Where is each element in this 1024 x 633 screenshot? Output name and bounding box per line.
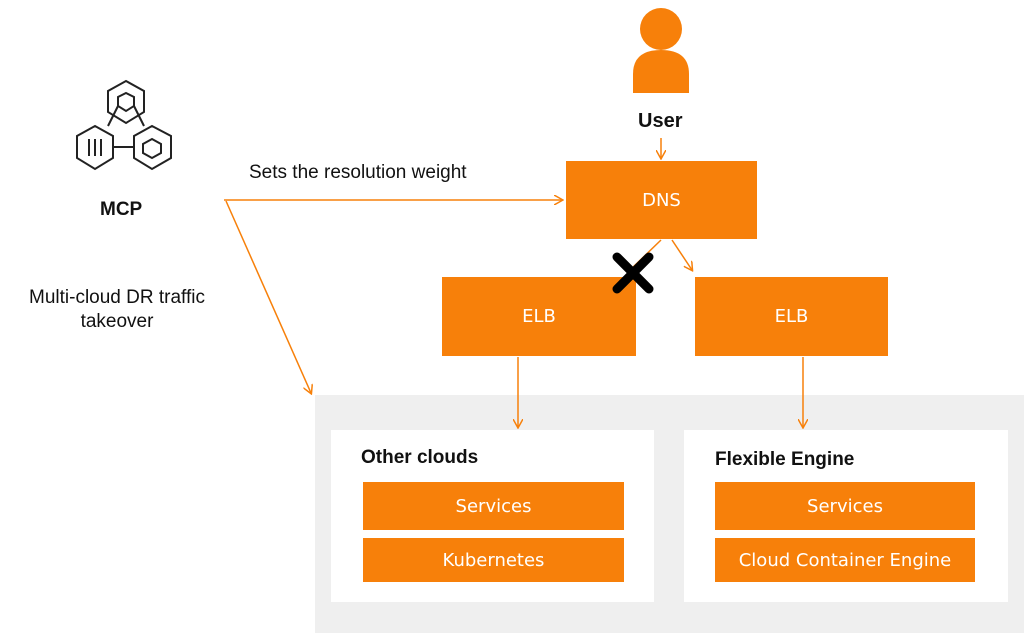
dns-box: DNS: [566, 161, 757, 239]
flexible-engine-services-box: Services: [715, 482, 975, 530]
flexible-engine-title: Flexible Engine: [715, 449, 855, 470]
failure-cross-icon: [612, 252, 654, 294]
elb-right-box: ELB: [695, 277, 888, 356]
dns-to-elb-right-arrow: [671, 239, 692, 270]
dr-takeover-annotation: Multi-cloud DR traffic takeover: [12, 286, 222, 334]
user-icon: [633, 8, 689, 93]
mcp-hexagon-icon: [76, 79, 172, 171]
other-clouds-kubernetes-box: Kubernetes: [363, 538, 624, 582]
other-clouds-title: Other clouds: [361, 447, 479, 468]
user-label: User: [638, 110, 683, 132]
mcp-label: MCP: [100, 199, 143, 220]
other-clouds-services-box: Services: [363, 482, 624, 530]
resolution-weight-annotation: Sets the resolution weight: [249, 162, 467, 183]
dr-takeover-line2: takeover: [80, 311, 154, 332]
mcp-to-panel-arrow: [225, 200, 311, 393]
flexible-engine-cce-box: Cloud Container Engine: [715, 538, 975, 582]
dr-takeover-line1: Multi-cloud DR traffic: [29, 287, 205, 308]
elb-left-box: ELB: [442, 277, 636, 356]
